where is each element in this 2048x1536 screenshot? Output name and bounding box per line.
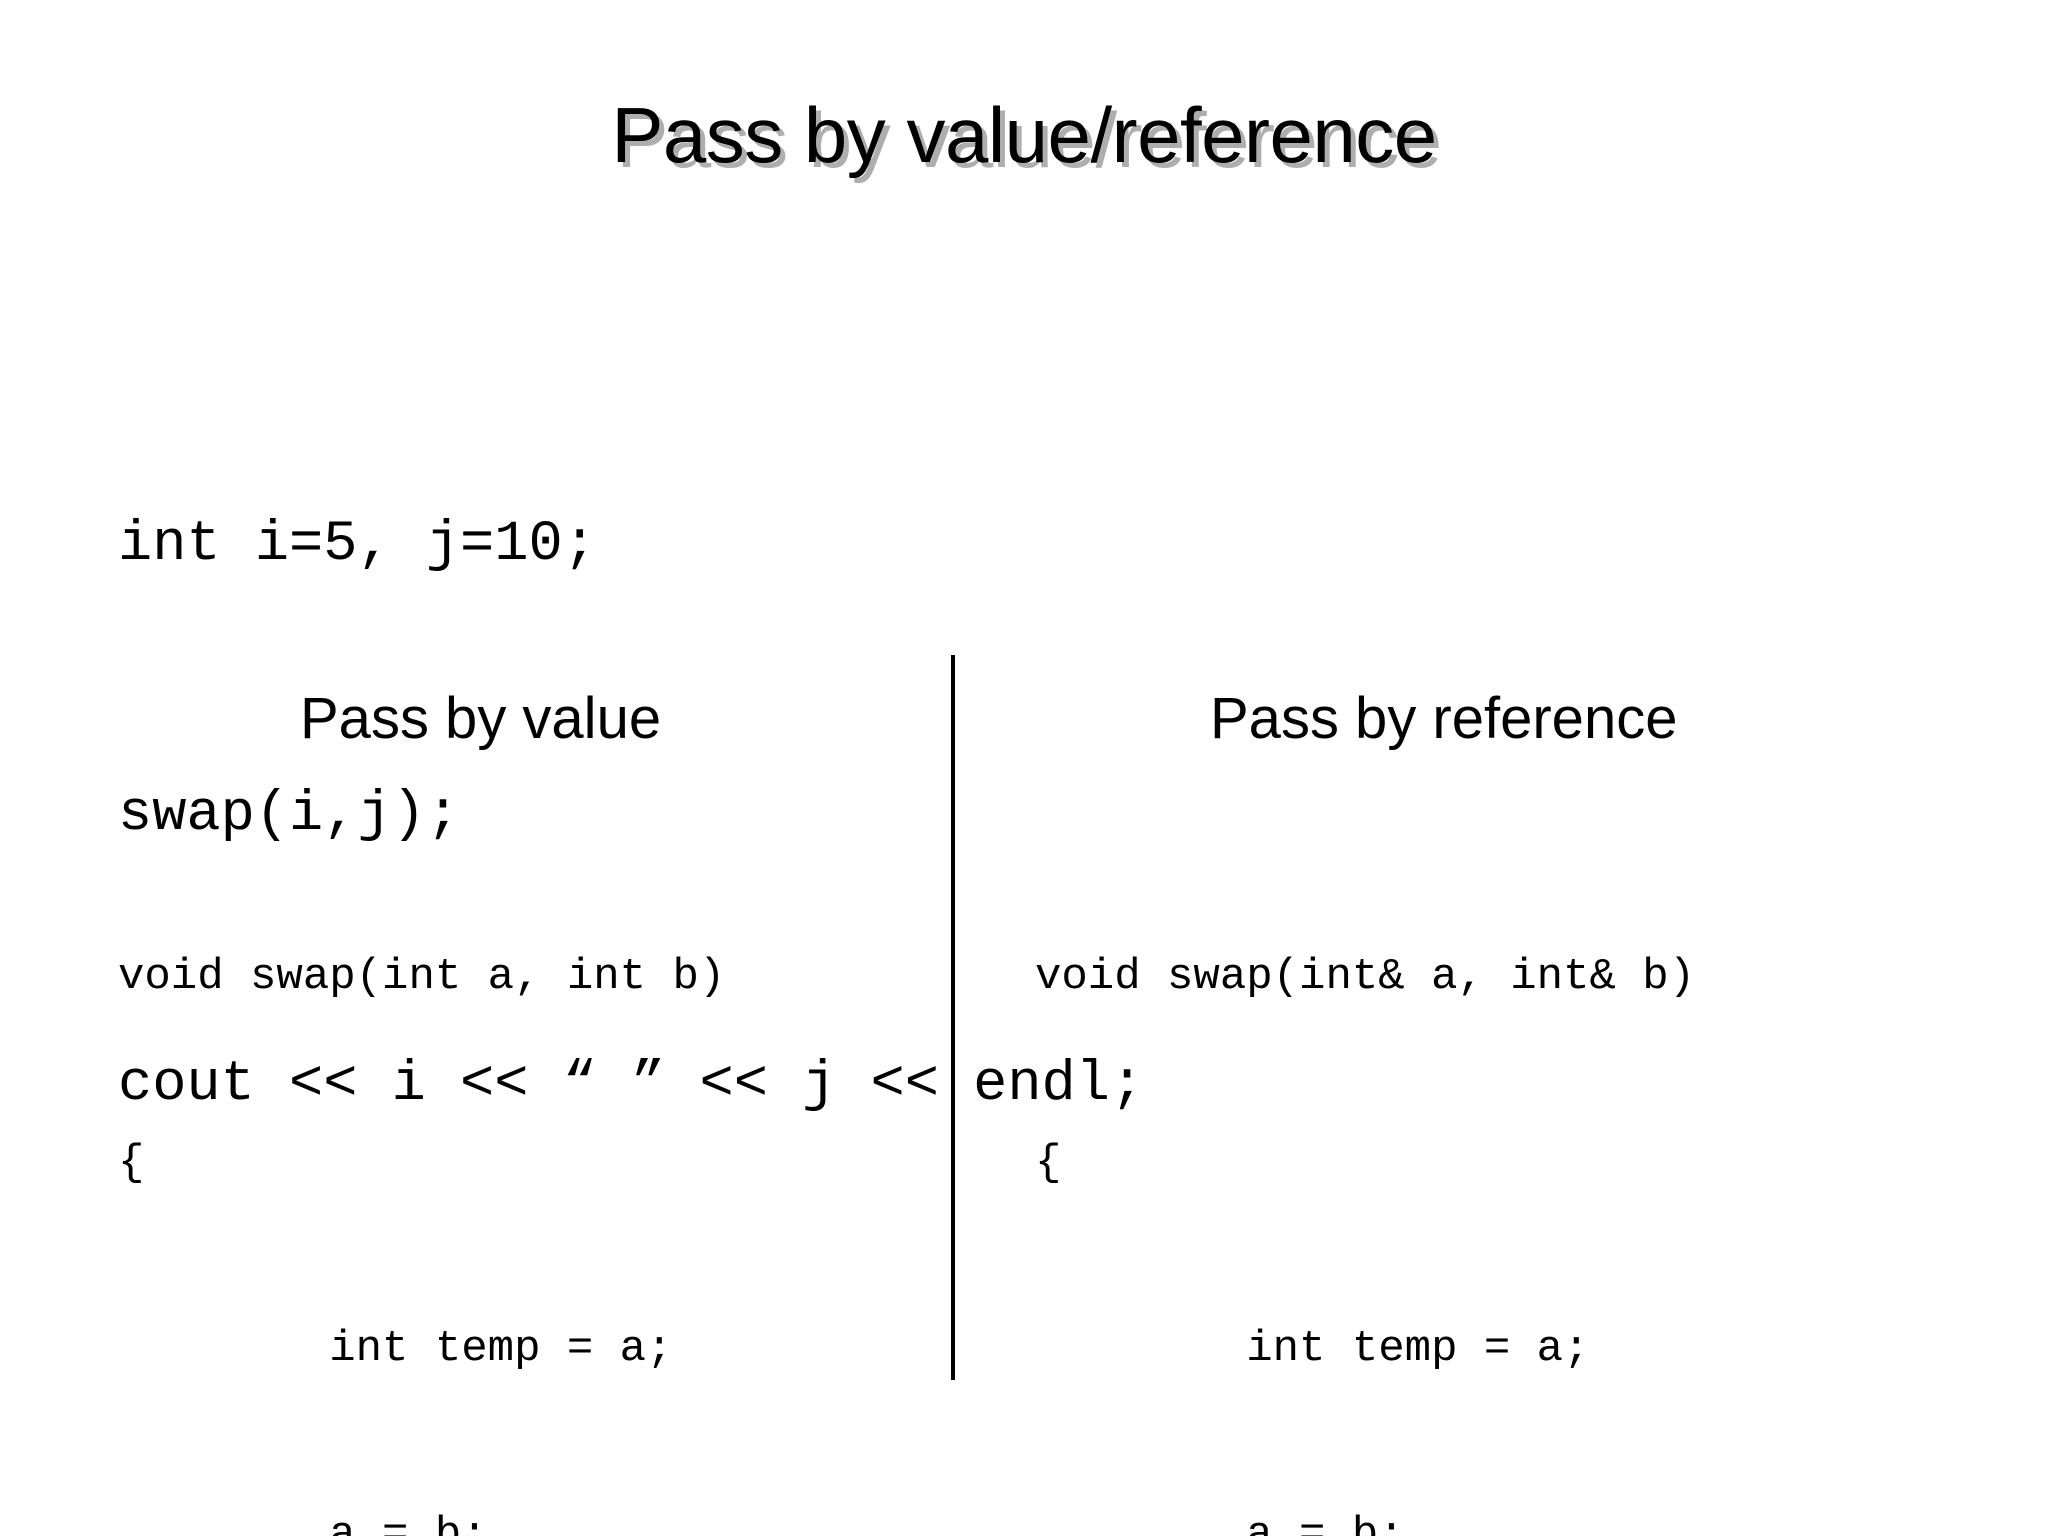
code-line: { (118, 1138, 145, 1188)
code-line: cout << i << “ ” << j << endl; (118, 1053, 1145, 1117)
code-line: { (1035, 1138, 1062, 1188)
column-heading-pass-by-reference: Pass by reference (1210, 686, 1678, 751)
column-heading-pass-by-value: Pass by value (300, 686, 662, 751)
code-block-pass-by-reference: void swap(int& a, int& b) { int temp = a… (1035, 822, 1695, 1536)
code-line: int temp = a; (118, 1324, 673, 1374)
code-line: swap(i,j); (118, 783, 461, 847)
code-line: void swap(int& a, int& b) (1035, 952, 1696, 1002)
page-title: Pass by value/reference (611, 91, 1437, 179)
code-line: a = b; (118, 1510, 488, 1536)
code-block-pass-by-value: void swap(int a, int b) { int temp = a; … (118, 822, 725, 1536)
code-line: void swap(int a, int b) (118, 952, 726, 1002)
vertical-divider (951, 655, 955, 1380)
code-line: int i=5, j=10; (118, 513, 597, 577)
code-line: int temp = a; (1035, 1324, 1590, 1374)
main-code-snippet: int i=5, j=10; swap(i,j); cout << i << “… (118, 320, 1144, 1310)
code-line: a = b; (1035, 1510, 1405, 1536)
